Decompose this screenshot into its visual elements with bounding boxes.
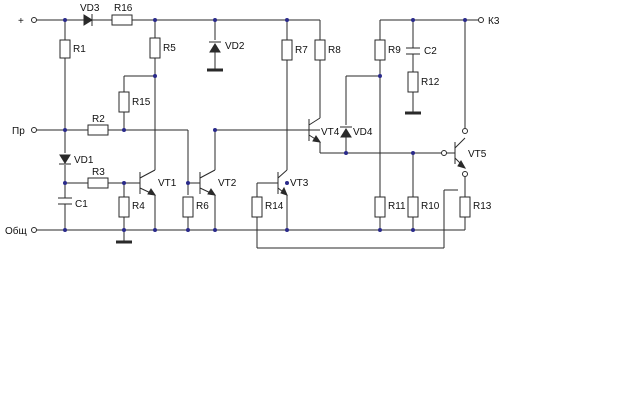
- resistor-r10: [407, 196, 419, 218]
- label-vd1: VD1: [74, 155, 94, 166]
- label-c1: C1: [75, 199, 88, 210]
- transistor-vt1: [139, 169, 157, 196]
- label-vt5: VT5: [468, 149, 487, 160]
- label-vt3: VT3: [290, 178, 309, 189]
- junctions: [63, 18, 467, 232]
- resistor-r11: [374, 196, 386, 218]
- label-vt4: VT4: [321, 127, 340, 138]
- resistor-r7: [281, 39, 293, 61]
- label-vd4: VD4: [353, 127, 373, 138]
- transistor-vt4: [308, 117, 322, 143]
- label-r1: R1: [73, 44, 86, 55]
- transistors: [139, 117, 467, 196]
- label-r11: R11: [388, 201, 406, 212]
- label-c2: C2: [424, 46, 437, 57]
- label-input: Пр: [12, 126, 25, 137]
- diodes: [59, 14, 352, 165]
- label-r2: R2: [92, 114, 105, 125]
- label-r7: R7: [295, 45, 308, 56]
- terminal-plus: [31, 17, 37, 23]
- resistor-r8: [314, 39, 326, 61]
- label-r4: R4: [132, 201, 145, 212]
- capacitors: [58, 47, 420, 210]
- label-r9: R9: [388, 45, 401, 56]
- diode-vd4: [340, 126, 352, 138]
- label-r5: R5: [163, 43, 176, 54]
- label-r12: R12: [421, 77, 440, 88]
- terminal-output: [478, 17, 484, 23]
- resistor-r15: [118, 91, 130, 113]
- resistor-r1: [59, 39, 71, 59]
- label-r3: R3: [92, 167, 105, 178]
- resistor-r3: [87, 177, 109, 189]
- resistor-r5: [149, 37, 161, 59]
- label-common: Общ: [5, 225, 27, 237]
- label-r8: R8: [328, 45, 341, 56]
- label-vd3: VD3: [80, 3, 100, 14]
- resistor-r16: [111, 14, 133, 26]
- transistor-vt5: [444, 137, 467, 169]
- label-r16: R16: [114, 3, 133, 14]
- label-vt1: VT1: [158, 178, 177, 189]
- diode-vd1: [59, 154, 71, 165]
- label-plus: +: [18, 16, 24, 27]
- resistor-r9: [374, 39, 386, 61]
- label-r10: R10: [421, 201, 440, 212]
- diode-vd3: [83, 14, 93, 26]
- label-vd2: VD2: [225, 41, 245, 52]
- resistor-r6: [182, 196, 194, 218]
- capacitor-c1: [58, 197, 72, 210]
- label-r14: R14: [265, 201, 284, 212]
- transistor-vt2: [188, 169, 217, 196]
- resistor-r4: [118, 196, 130, 218]
- label-vt2: VT2: [218, 178, 237, 189]
- resistors: [59, 14, 471, 218]
- resistor-r12: [407, 71, 419, 93]
- capacitor-c2: [406, 47, 420, 55]
- terminal-input: [31, 127, 37, 133]
- label-r6: R6: [196, 201, 209, 212]
- terminals: [31, 17, 484, 233]
- ground-symbols: [116, 68, 421, 244]
- transistor-vt3: [277, 169, 288, 196]
- label-r15: R15: [132, 97, 151, 108]
- terminal-common: [31, 227, 37, 233]
- resistor-r14: [251, 196, 263, 218]
- labels: + Пр Общ К3 R1 R2 R3 R4 R5 R6 R7 R8 R9 R…: [5, 3, 500, 237]
- label-r13: R13: [473, 201, 492, 212]
- label-output: К3: [488, 16, 500, 27]
- resistor-r2: [87, 124, 109, 136]
- diode-vd2: [209, 41, 221, 53]
- resistor-r13: [459, 196, 471, 218]
